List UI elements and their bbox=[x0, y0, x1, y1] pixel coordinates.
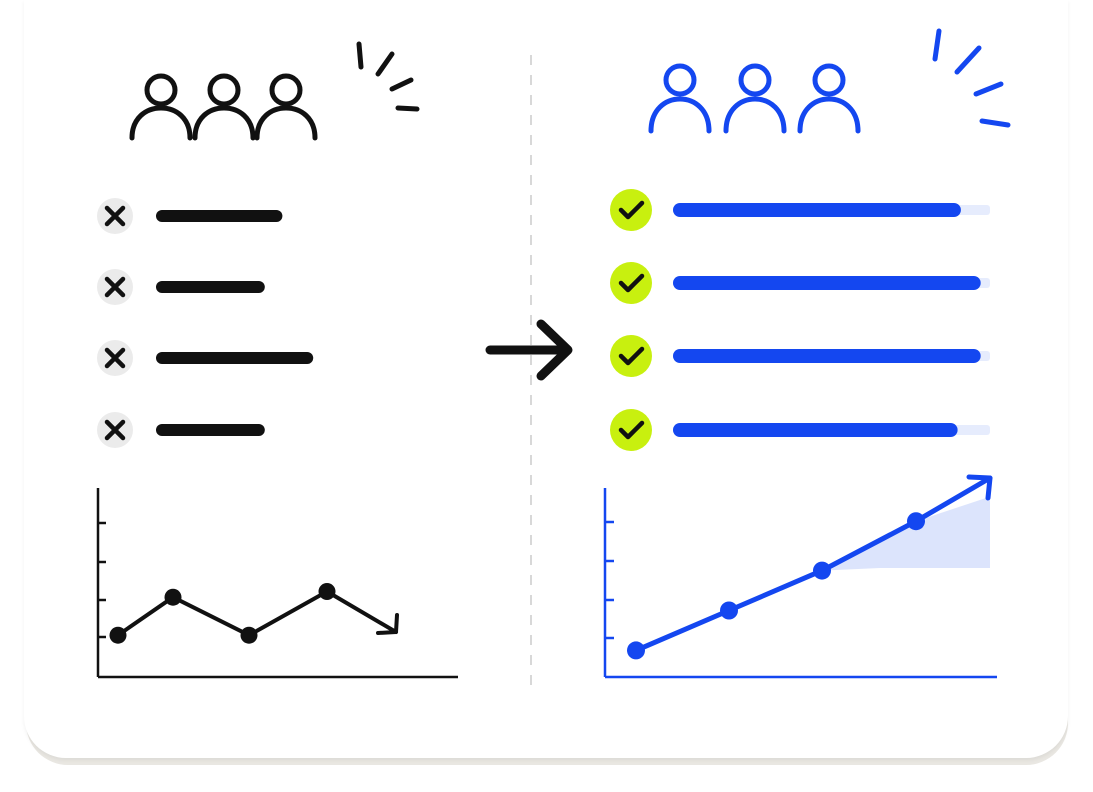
check-mark-icon bbox=[610, 409, 652, 451]
before-list-item bbox=[97, 198, 283, 234]
before-trend-arrowhead bbox=[376, 613, 399, 635]
after-list-item bbox=[610, 335, 990, 377]
x-mark-icon bbox=[97, 412, 133, 448]
after-chart bbox=[603, 474, 997, 679]
before-list-item bbox=[97, 340, 314, 376]
x-mark-strokes bbox=[104, 419, 126, 441]
check-mark-background bbox=[610, 409, 652, 451]
check-mark-strokes bbox=[618, 420, 645, 440]
check-mark-icon bbox=[610, 262, 652, 304]
x-mark-icon bbox=[97, 269, 133, 305]
before-list-item bbox=[97, 269, 265, 305]
after-chart-axes bbox=[603, 488, 997, 679]
after-list-item bbox=[610, 262, 990, 304]
after-trend-arrowhead bbox=[966, 474, 993, 501]
after-burst-icon bbox=[932, 28, 1011, 128]
check-mark-background bbox=[610, 189, 652, 231]
before-chart bbox=[96, 488, 458, 679]
after-list-item bbox=[610, 409, 990, 451]
x-mark-icon bbox=[97, 340, 133, 376]
check-mark-background bbox=[610, 262, 652, 304]
after-chart-point bbox=[907, 512, 925, 531]
after-chart-point bbox=[627, 641, 645, 660]
check-mark-icon bbox=[610, 189, 652, 231]
arrow-right-icon bbox=[485, 319, 573, 381]
before-chart-point bbox=[240, 626, 258, 644]
before-chart-marks bbox=[109, 583, 399, 644]
x-mark-icon bbox=[97, 198, 133, 234]
after-chart-shade bbox=[822, 498, 990, 571]
before-list bbox=[97, 198, 314, 448]
before-chart-axes bbox=[96, 488, 458, 679]
after-chart-point bbox=[720, 601, 738, 620]
after-list-item bbox=[610, 189, 990, 231]
check-mark-strokes bbox=[618, 273, 645, 293]
before-chart-point bbox=[318, 583, 336, 600]
after-chart-marks bbox=[627, 474, 993, 660]
check-mark-strokes bbox=[618, 346, 645, 366]
after-people-icon bbox=[648, 63, 861, 134]
check-mark-background bbox=[610, 335, 652, 377]
x-mark-strokes bbox=[104, 347, 126, 369]
after-chart-point bbox=[813, 561, 831, 580]
before-chart-point bbox=[164, 588, 182, 606]
before-chart-point bbox=[109, 626, 127, 644]
before-people-icon bbox=[129, 73, 318, 141]
after-list bbox=[610, 189, 990, 451]
before-trend-line bbox=[116, 589, 398, 638]
before-burst-icon bbox=[356, 41, 420, 112]
before-list-item bbox=[97, 412, 265, 448]
check-mark-icon bbox=[610, 335, 652, 377]
after-chart-area bbox=[822, 498, 990, 571]
x-mark-strokes bbox=[104, 276, 126, 298]
x-mark-strokes bbox=[104, 205, 126, 227]
check-mark-strokes bbox=[618, 200, 645, 220]
